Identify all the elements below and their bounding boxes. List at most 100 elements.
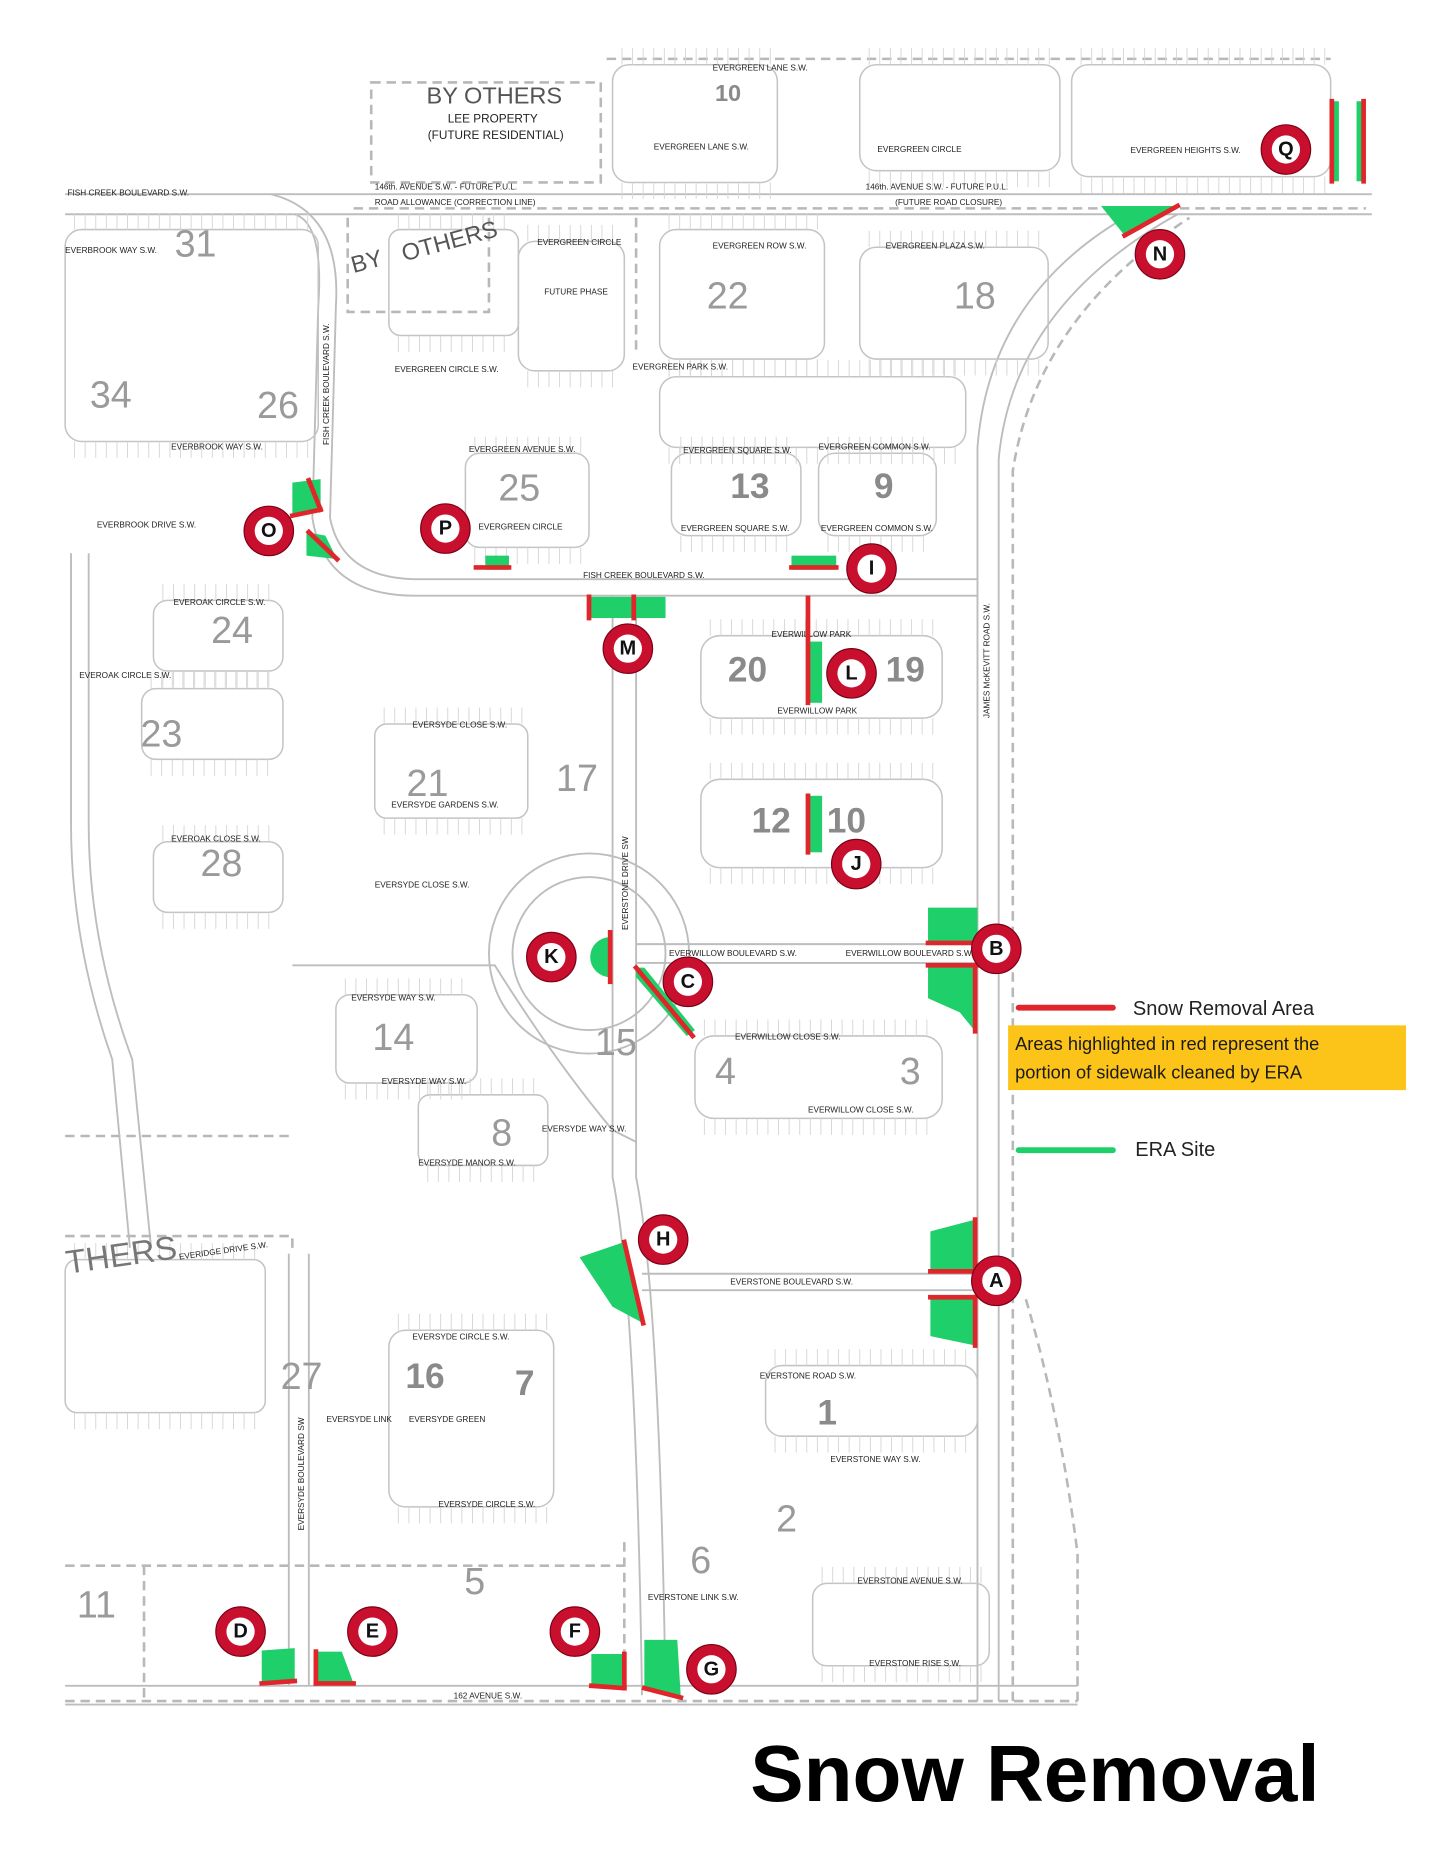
community-22: 22 [707,274,749,316]
community-10-north: 10 [715,80,741,106]
lot-lines [74,48,1326,1683]
community-7: 7 [515,1364,535,1403]
era-site-e [315,1651,354,1684]
community-10: 10 [827,801,866,840]
future-residential-label: (FUTURE RESIDENTIAL) [428,129,564,142]
marker-c[interactable]: C [662,956,714,1008]
street-label: EVERGREEN PARK S.W. [633,363,728,372]
street-label: EVERGREEN LANE S.W. [654,143,749,152]
street-label: EVERSTONE RISE S.W. [869,1659,961,1668]
marker-h[interactable]: H [637,1214,689,1265]
community-26: 26 [257,384,299,426]
marker-e[interactable]: E [347,1606,398,1657]
street-label: 162 AVENUE S.W. [454,1692,522,1701]
street-label: EVERSYDE LINK [326,1415,392,1424]
era-site-q [1331,101,1339,182]
community-21: 21 [407,762,449,804]
marker-i[interactable]: I [846,543,897,594]
street-label: EVERWILLOW PARK [771,630,851,639]
street-label: EVERGREEN CIRCLE [537,238,622,247]
marker-n[interactable]: N [1134,228,1186,280]
marker-p[interactable]: P [420,503,471,554]
street-label: EVERGREEN AVENUE S.W. [469,445,575,454]
community-27: 27 [281,1355,323,1397]
by-others-label: BY OTHERS [427,83,563,109]
community-25: 25 [498,466,540,508]
street-label: EVERSYDE MANOR S.W. [418,1158,515,1167]
era-site-n [1101,206,1178,236]
street-label: FISH CREEK BOULEVARD S.W. [583,571,705,580]
community-2: 2 [776,1498,797,1540]
street-label: JAMES McKEVITT ROAD S.W. [982,603,991,718]
legend: Snow Removal Area Areas highlighted in r… [1008,998,1406,1161]
street-label: FUTURE PHASE [544,287,608,296]
street-label: EVERGREEN SQUARE S.W. [681,524,789,533]
era-site-k [590,937,611,978]
street-label: EVERSYDE CLOSE S.W. [412,721,507,730]
svg-text:D: D [233,1621,247,1643]
legend-note-line-2: portion of sidewalk cleaned by ERA [1015,1061,1303,1082]
marker-j[interactable]: J [830,838,882,890]
community-24: 24 [211,609,253,651]
marker-l[interactable]: L [826,648,877,699]
community-9: 9 [874,467,894,506]
community-5: 5 [464,1560,485,1602]
svg-text:M: M [620,638,637,660]
marker-d[interactable]: D [215,1606,266,1657]
street-label: EVERBROOK DRIVE S.W. [97,520,196,529]
street-label: EVERSYDE WAY S.W. [351,994,436,1003]
marker-m[interactable]: M [602,623,654,674]
era-site-l [807,641,823,703]
svg-text:G: G [704,1658,720,1680]
street-label: 146th. AVENUE S.W. - FUTURE P.U.L. [375,183,517,192]
svg-text:F: F [569,1621,581,1643]
street-label: EVERSTONE BOULEVARD S.W. [730,1277,853,1286]
marker-k[interactable]: K [526,931,577,983]
street-label: EVEROAK CIRCLE S.W. [173,598,265,607]
marker-o[interactable]: O [243,505,295,557]
svg-text:Q: Q [1278,139,1294,161]
svg-text:I: I [869,558,875,580]
era-site-label: ERA Site [1135,1139,1215,1161]
street-label: EVERWILLOW BOULEVARD S.W. [846,949,974,958]
street-label: EVERGREEN ROW S.W. [713,241,807,250]
community-8: 8 [491,1111,512,1153]
community-18: 18 [954,274,996,316]
community-numbers: 31 34 26 25 13 9 22 18 10 24 23 28 21 17… [77,80,996,1625]
street-label: EVERWILLOW CLOSE S.W. [808,1105,914,1114]
street-label: (FUTURE ROAD CLOSURE) [895,198,1002,207]
street-label: EVERGREEN SQUARE S.W. [683,446,791,455]
street-label: FISH CREEK BOULEVARD S.W. [322,323,331,445]
svg-text:B: B [989,938,1003,960]
street-label: EVERBROOK WAY S.W. [171,443,263,452]
svg-text:P: P [439,518,452,540]
marker-b[interactable]: B [971,923,1022,975]
lee-property-label: LEE PROPERTY [448,112,538,125]
community-14: 14 [372,1016,414,1058]
street-label: EVERSTONE DRIVE SW [621,836,630,930]
community-31: 31 [175,223,217,265]
community-6: 6 [690,1539,711,1581]
street-label: EVERSTONE WAY S.W. [830,1455,920,1464]
svg-text:N: N [1153,243,1167,265]
marker-a[interactable]: A [971,1255,1022,1307]
street-label: EVERGREEN CIRCLE [478,523,563,532]
street-label: EVERWILLOW BOULEVARD S.W. [669,949,797,958]
street-label: EVERSYDE BOULEVARD SW [297,1417,306,1530]
era-site-j [807,795,823,853]
marker-q[interactable]: Q [1260,124,1312,175]
street-label: EVERGREEN CIRCLE S.W. [395,365,499,374]
marker-f[interactable]: F [549,1606,601,1657]
svg-text:C: C [681,971,695,993]
community-12: 12 [751,801,790,840]
legend-note-line-1: Areas highlighted in red represent the [1015,1033,1319,1054]
street-label: EVERSYDE WAY S.W. [382,1077,467,1086]
marker-g[interactable]: G [686,1643,737,1695]
community-3: 3 [900,1050,921,1092]
street-label: EVEROAK CLOSE S.W. [171,835,261,844]
community-13: 13 [730,467,769,506]
era-site-b1 [928,907,978,943]
community-16: 16 [405,1357,444,1396]
street-label: EVERSTONE AVENUE S.W. [857,1576,962,1585]
